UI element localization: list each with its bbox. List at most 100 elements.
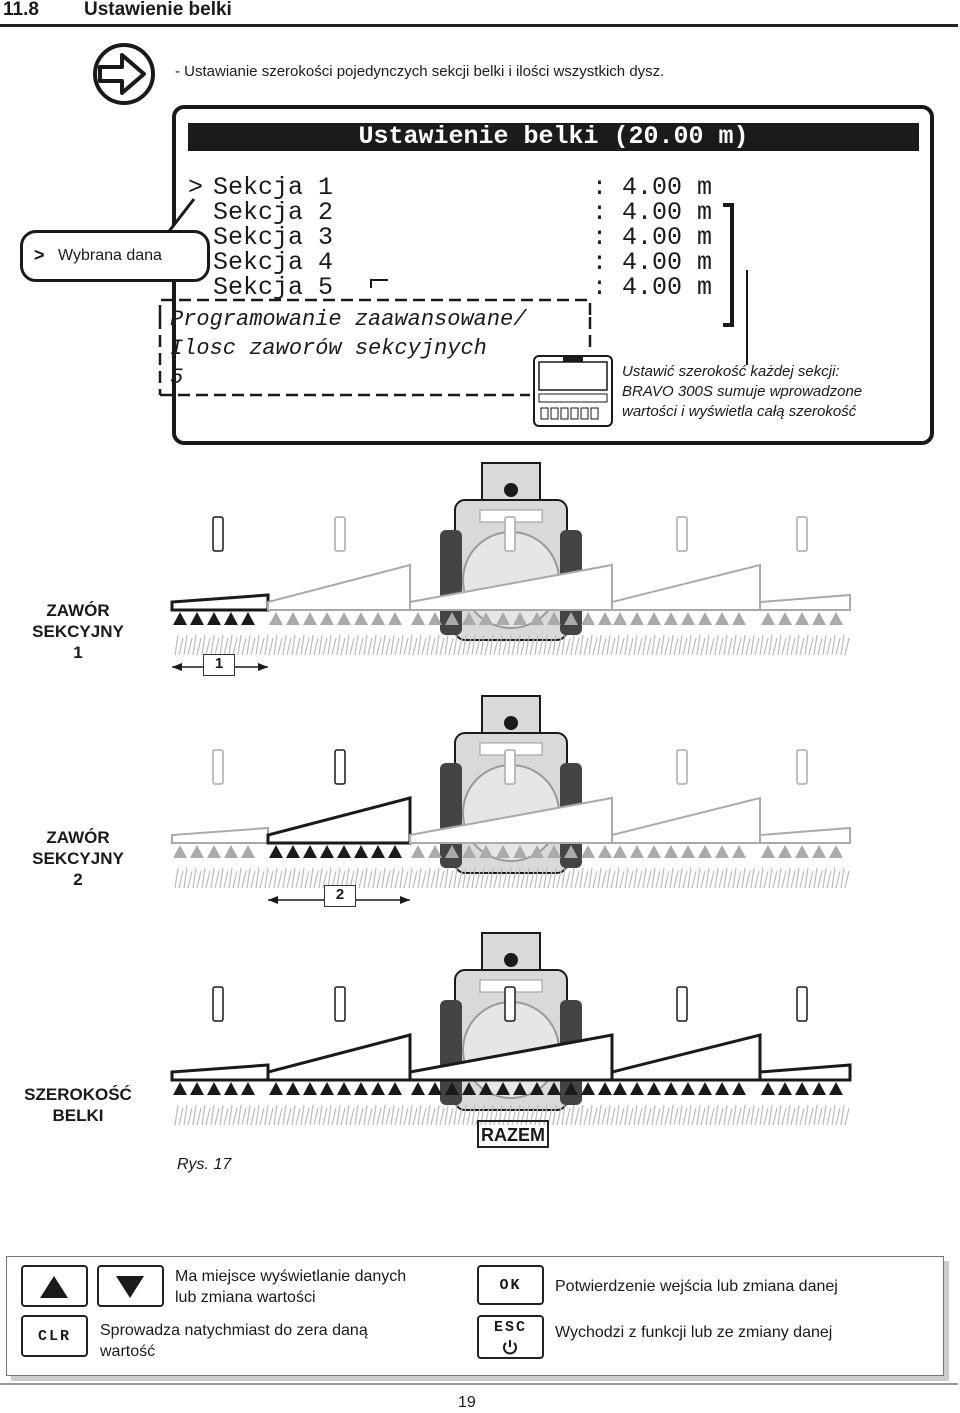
section-valve-icon (796, 749, 808, 785)
grass-blade (273, 867, 283, 889)
section-valve-icon (676, 749, 688, 785)
grass-blade (174, 867, 184, 889)
grass-blade (786, 867, 796, 889)
nozzle-mark (371, 845, 385, 858)
grass-blade (354, 867, 364, 889)
grass-blade (354, 1104, 364, 1126)
nozzle-mark (411, 1082, 425, 1095)
grass-blade (309, 867, 319, 889)
nozzle-mark (732, 845, 746, 858)
grass-blade (678, 867, 688, 889)
grass-blade (462, 634, 472, 656)
nozzle-mark (207, 1082, 221, 1095)
nozzle-mark (732, 612, 746, 625)
grass-blade (255, 634, 265, 656)
nozzle-mark (496, 1082, 510, 1095)
grass-blade (687, 867, 697, 889)
grass-blade (561, 1104, 571, 1126)
grass-blade (543, 634, 553, 656)
grass-blade (390, 1104, 400, 1126)
grass-blade (444, 634, 454, 656)
grass-blade (300, 1104, 310, 1126)
grass-blade (615, 634, 625, 656)
grass-blade (525, 634, 535, 656)
grass-blade (336, 634, 346, 656)
boom-section-3 (408, 1033, 614, 1082)
boom-section-5 (759, 826, 851, 844)
grass-blade (723, 634, 733, 656)
nozzle-mark (647, 845, 661, 858)
grass-blade (543, 867, 553, 889)
grass-blade (300, 867, 310, 889)
grass-blade (840, 634, 850, 656)
grass-blade (309, 1104, 319, 1126)
nozzle-mark (428, 1082, 442, 1095)
grass-blade (723, 1104, 733, 1126)
nozzle-mark (829, 1082, 843, 1095)
clr-key-label: CLR (37, 1328, 71, 1345)
nozzle-mark (496, 845, 510, 858)
grass-blade (489, 867, 499, 889)
grass-blade (507, 634, 517, 656)
grass-blade (183, 867, 193, 889)
grass-blade (318, 867, 328, 889)
grass-blade (687, 1104, 697, 1126)
nozzle-mark (664, 612, 678, 625)
grass-blade (507, 867, 517, 889)
grass-blade (273, 634, 283, 656)
callout-marker: > (34, 245, 45, 265)
boom-section-4 (611, 563, 761, 611)
driver-head (504, 953, 518, 967)
nozzle-mark (812, 845, 826, 858)
boom-section-2 (266, 796, 412, 845)
advanced-line-2: Ilosc zaworów sekcyjnych (170, 336, 487, 361)
grass-blade (696, 1104, 706, 1126)
arrows-description-line-1: Ma miejsce wyświetlanie danych (175, 1268, 407, 1285)
row-value-3: : 4.00 m (592, 223, 713, 252)
driver-head (504, 483, 518, 497)
nozzle-mark (388, 612, 402, 625)
nozzle-mark (761, 1082, 775, 1095)
section-marker-2: 2 (324, 885, 356, 907)
boom-section-5 (759, 593, 851, 611)
grass-blade (246, 867, 256, 889)
nozzle-mark (812, 612, 826, 625)
grass-blade (282, 634, 292, 656)
row-value-5: : 4.00 m (592, 273, 713, 302)
grass-blade (651, 867, 661, 889)
grass-blade (282, 867, 292, 889)
grass-blade (426, 867, 436, 889)
legend-box (6, 1256, 944, 1376)
grass-blade (615, 1104, 625, 1126)
grass-blade (723, 867, 733, 889)
grass-blade (570, 1104, 580, 1126)
grass-blade (390, 867, 400, 889)
nozzle-mark (598, 1082, 612, 1095)
grass-blade (183, 634, 193, 656)
grass-blade (750, 1104, 760, 1126)
grass-blade (732, 1104, 742, 1126)
grass-blade (174, 1104, 184, 1126)
nozzle-mark (411, 612, 425, 625)
grass-blade (795, 867, 805, 889)
nozzle-mark (462, 845, 476, 858)
nozzle-mark (795, 1082, 809, 1095)
section-valve-icon (212, 986, 224, 1022)
figure-caption: Rys. 17 (177, 1156, 232, 1173)
nozzle-mark (190, 845, 204, 858)
clr-description-line-1: Sprowadza natychmiast do zera daną (100, 1322, 368, 1339)
note-line-3: wartości i wyświetla całą szerokość (622, 403, 857, 420)
nozzle-mark (647, 1082, 661, 1095)
grass-blade (255, 1104, 265, 1126)
grass-blade (597, 867, 607, 889)
boom-section-1 (170, 1063, 270, 1082)
width-arrow-head-right (258, 663, 268, 671)
grass-blade (768, 867, 778, 889)
row-label-1: Sekcja 1 (213, 173, 334, 202)
grass-blade (552, 1104, 562, 1126)
grass-blade (813, 867, 823, 889)
power-icon (503, 1340, 517, 1355)
grass-blade (705, 634, 715, 656)
esc-key-label: ESC (493, 1319, 527, 1336)
grass-blade (660, 634, 670, 656)
